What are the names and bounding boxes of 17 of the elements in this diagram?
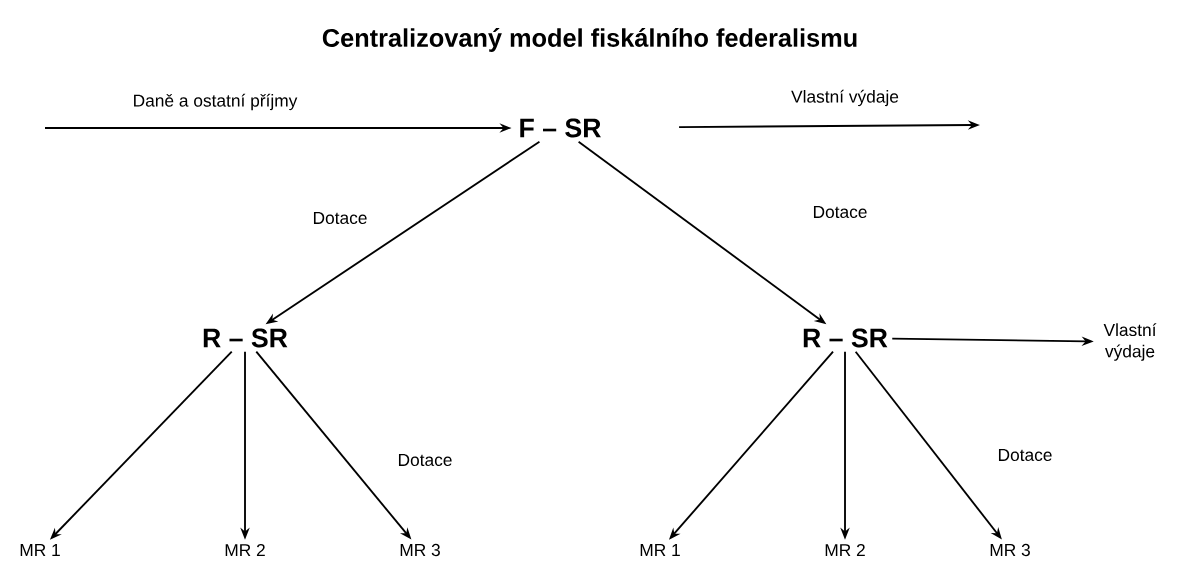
level-label: R – SR (203, 328, 288, 348)
edge-label: Vlastní výdaje (788, 87, 902, 109)
edge-label: Dotace (809, 203, 871, 221)
node-label: MR 2 (225, 543, 265, 557)
edge-label: Dotace (394, 451, 456, 469)
node-label: MR 3 (400, 543, 440, 557)
edge-label: Daně a ostatní příjmy (129, 91, 301, 113)
node-label: MR 3 (990, 543, 1030, 557)
expense-label: Vlastní výdaje (1103, 323, 1157, 361)
edge-label: Dotace (994, 446, 1056, 464)
level-label: F – SR (520, 118, 601, 138)
node-label: MR 1 (640, 544, 680, 556)
level-label: R – SR (803, 328, 888, 348)
node-label: MR 1 (20, 544, 60, 556)
edge-label: Dotace (309, 209, 371, 227)
title: Centralizovaný model fiskálního federalismu (322, 28, 857, 52)
node-label: MR 2 (825, 543, 865, 557)
